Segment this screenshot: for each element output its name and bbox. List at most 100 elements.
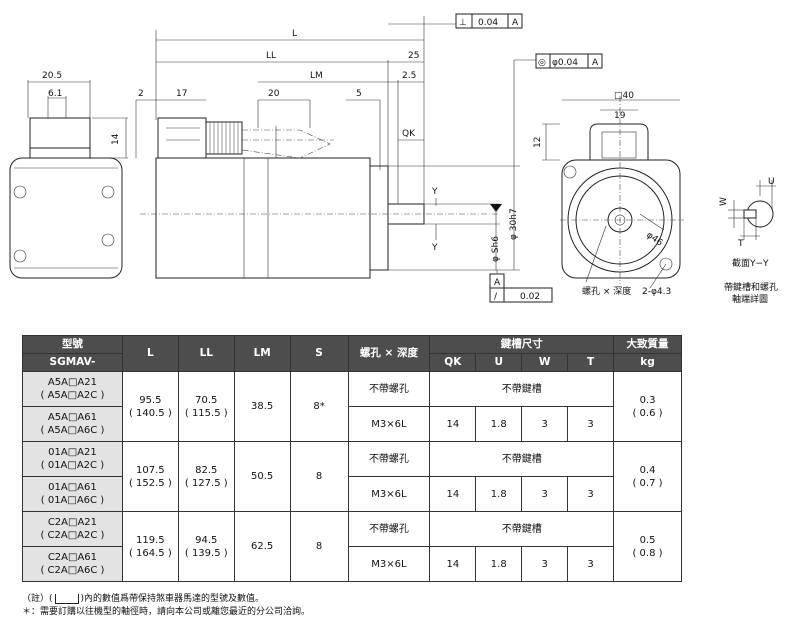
keyway-label-2: 軸端詳圖	[732, 293, 768, 305]
svg-text:φ0.04: φ0.04	[552, 58, 578, 68]
table-row: 01A□A21( 01A□A2C ) 107.5( 152.5 ) 82.5( …	[22, 441, 682, 512]
dim-2-5: 2.5	[402, 71, 416, 81]
model-cell: C2A□A61( C2A□A6C )	[22, 546, 123, 582]
flange-end-view: □40 19 12 φ46 螺孔 × 深度 2-φ4.3	[533, 91, 684, 297]
table-row: A5A□A61( A5A□A6C ) M3×6L 14 1.8 3 3	[22, 406, 682, 442]
svg-text:◎: ◎	[538, 58, 546, 68]
svg-text:A: A	[512, 18, 519, 28]
mass-cell: 0.4( 0.7 )	[613, 441, 682, 512]
model-cell: A5A□A21( A5A□A2C )	[22, 371, 123, 407]
T-cell: 3	[567, 546, 615, 582]
dim-QK: QK	[402, 129, 416, 139]
keyway-cell: 不帶鍵槽	[429, 511, 615, 547]
header-model: 型號	[22, 335, 123, 354]
svg-text:/: /	[494, 292, 498, 302]
screw-cell: 不帶螺孔	[347, 511, 431, 547]
header-U: U	[475, 353, 523, 372]
header-QK: QK	[429, 353, 477, 372]
keyway-cell: 不帶鍵槽	[429, 371, 615, 407]
screw-hole-label: 螺孔 × 深度	[582, 285, 631, 297]
dim-17: 17	[176, 89, 187, 99]
concentricity-tolerance: ◎ φ0.04 A	[535, 53, 603, 69]
note-shaft: ＊：需要訂購以往機型的軸徑時，請向本公司或離您最近的分公司洽詢。	[22, 607, 311, 617]
W-cell: 3	[521, 406, 569, 442]
mass-cell: 0.5( 0.8 )	[613, 511, 682, 582]
runout-tolerance: A / 0.02	[489, 270, 553, 303]
spec-table: 型號 L LL LM S 螺孔 × 深度 鍵槽尺寸 大致質量 SGMAV- QK…	[22, 335, 682, 582]
header-screw: 螺孔 × 深度	[347, 335, 431, 372]
dimension-drawing: 20.5 6.1 14	[9, 13, 778, 305]
model-cell: 01A□A21( 01A□A2C )	[22, 441, 123, 477]
dim-2: 2	[138, 89, 144, 99]
QK-cell: 14	[429, 406, 477, 442]
svg-text:0.04: 0.04	[478, 18, 498, 28]
LL-cell: 70.5( 115.5 )	[177, 371, 235, 442]
dim-LL: LL	[266, 51, 276, 61]
screw-cell: M3×6L	[347, 476, 431, 512]
L-cell: 95.5( 140.5 )	[121, 371, 179, 442]
U-cell: 1.8	[475, 406, 523, 442]
dim-46: φ46	[644, 230, 664, 248]
header-model-sub: SGMAV-	[22, 353, 123, 372]
L-cell: 107.5( 152.5 )	[121, 441, 179, 512]
header-L: L	[121, 335, 179, 372]
LL-cell: 94.5( 139.5 )	[177, 511, 235, 582]
LM-cell: 38.5	[233, 371, 291, 442]
dim-mount-hole: 2-φ4.3	[642, 287, 671, 297]
shaft-section-detail: W T U 截面Y−Y 帶鍵槽和螺孔 軸端詳圖	[719, 177, 778, 305]
header-LM: LM	[233, 335, 291, 372]
note-brake: （註）()內的數值爲帶保持煞車器馬達的型號及數值。	[22, 593, 265, 604]
header-T: T	[567, 353, 615, 372]
dim-U: U	[768, 177, 775, 187]
svg-text:A: A	[592, 58, 599, 68]
dim-20-5: 20.5	[42, 71, 62, 81]
dim-spigot-dia: φ 30h7	[509, 208, 519, 240]
mass-cell: 0.3( 0.6 )	[613, 371, 682, 442]
LL-cell: 82.5( 127.5 )	[177, 441, 235, 512]
QK-cell: 14	[429, 476, 477, 512]
T-cell: 3	[567, 476, 615, 512]
table-row: 01A□A61( 01A□A6C ) M3×6L 14 1.8 3 3	[22, 476, 682, 512]
dim-shaft-dia: φ Sh6	[491, 236, 501, 262]
W-cell: 3	[521, 476, 569, 512]
svg-text:⊥: ⊥	[459, 18, 467, 28]
dim-19: 19	[614, 111, 626, 121]
model-cell: 01A□A61( 01A□A6C )	[22, 476, 123, 512]
T-cell: 3	[567, 406, 615, 442]
LM-cell: 62.5	[233, 511, 291, 582]
bracket-mark	[54, 593, 79, 604]
header-mass-unit: kg	[613, 353, 682, 372]
L-cell: 119.5( 164.5 )	[121, 511, 179, 582]
dim-5: 5	[356, 89, 362, 99]
svg-text:A: A	[494, 278, 501, 288]
dim-25: 25	[408, 51, 419, 61]
dim-6-1: 6.1	[48, 89, 62, 99]
encoder-end-view: 20.5 6.1 14	[9, 71, 128, 279]
table-row: C2A□A61( C2A□A6C ) M3×6L 14 1.8 3 3	[22, 546, 682, 582]
dim-14: 14	[111, 133, 121, 145]
header-LL: LL	[177, 335, 235, 372]
screw-cell: M3×6L	[347, 406, 431, 442]
screw-cell: 不帶螺孔	[347, 371, 431, 407]
dim-W: W	[719, 197, 729, 206]
dim-L: L	[292, 29, 297, 39]
S-cell: 8	[289, 511, 349, 582]
section-yy-label: 截面Y−Y	[732, 257, 769, 269]
keyway-cell: 不帶鍵槽	[429, 441, 615, 477]
U-cell: 1.8	[475, 546, 523, 582]
dim-sq40: □40	[614, 91, 634, 101]
screw-cell: M3×6L	[347, 546, 431, 582]
svg-text:0.02: 0.02	[520, 292, 540, 302]
U-cell: 1.8	[475, 476, 523, 512]
table-row: C2A□A21( C2A□A2C ) 119.5( 164.5 ) 94.5( …	[22, 511, 682, 582]
y-label-top: Y	[431, 187, 438, 197]
header-mass: 大致質量	[613, 335, 682, 354]
model-cell: A5A□A61( A5A□A6C )	[22, 406, 123, 442]
S-cell: 8*	[289, 371, 349, 442]
dim-T: T	[737, 239, 744, 249]
W-cell: 3	[521, 546, 569, 582]
dim-12: 12	[533, 137, 543, 148]
LM-cell: 50.5	[233, 441, 291, 512]
dim-LM: LM	[310, 71, 323, 81]
QK-cell: 14	[429, 546, 477, 582]
